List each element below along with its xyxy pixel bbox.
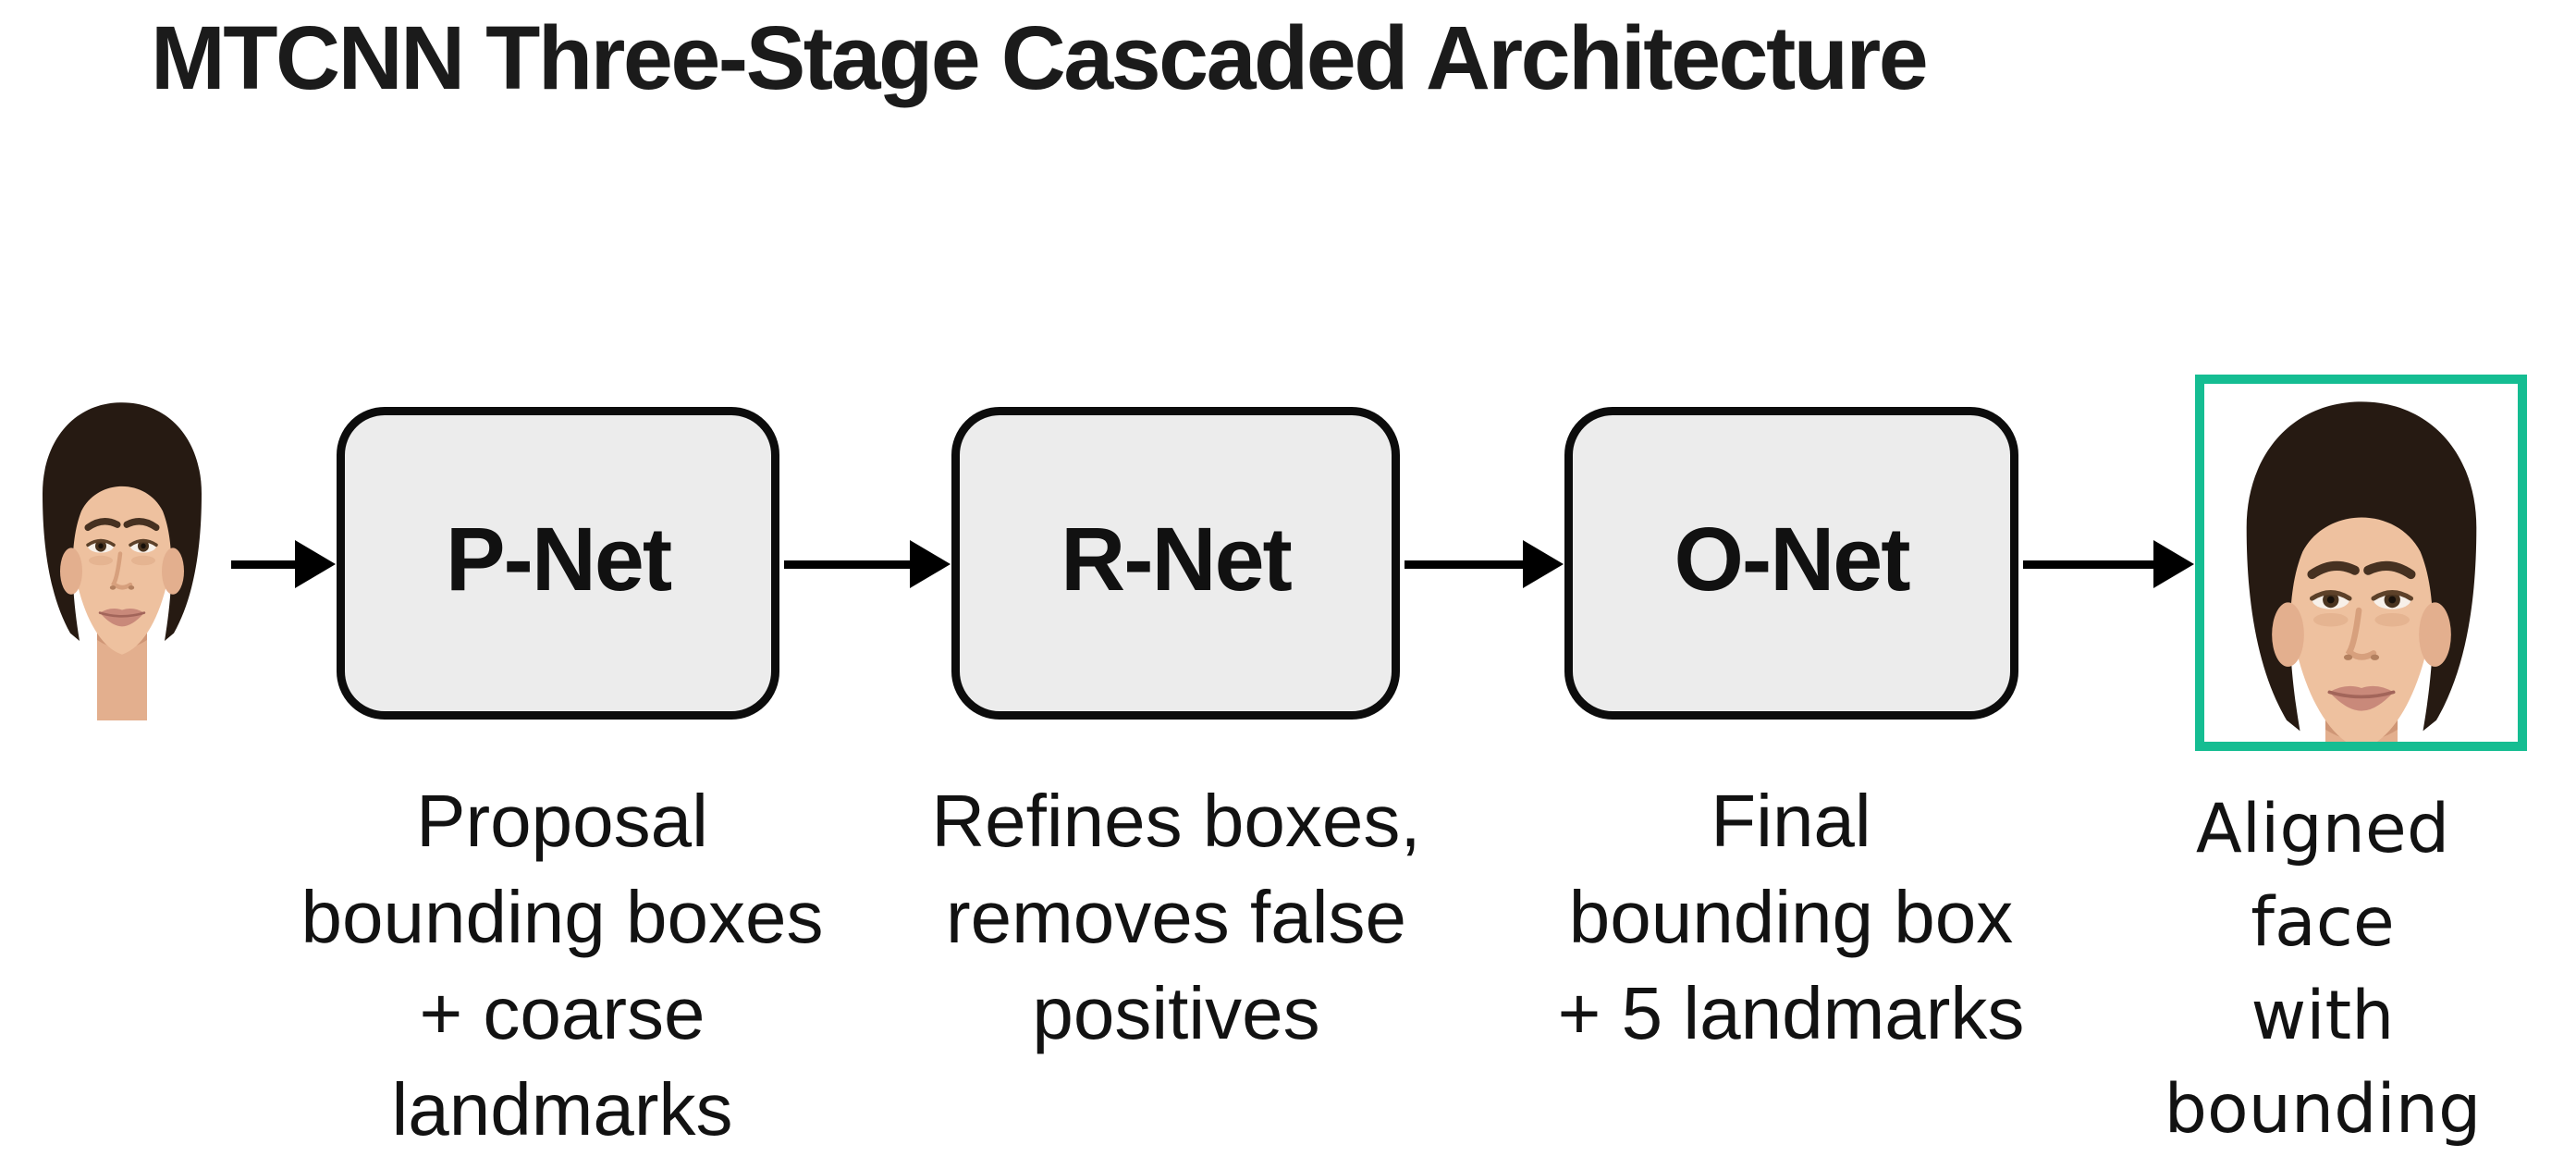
- stage-caption-onet: Final bounding box + 5 landmarks: [1557, 780, 2025, 1054]
- stage-caption-pnet: Proposal bounding boxes + coarse landmar…: [301, 780, 824, 1151]
- flow-arrow-icon: [1405, 540, 1564, 588]
- output-caption: Aligned face with bounding box and 5 lan…: [2155, 790, 2490, 1169]
- arrow-head: [910, 540, 951, 588]
- output-face-illustration: [2214, 386, 2509, 751]
- flow-arrow-icon: [231, 540, 336, 588]
- stage-box-pnet: P-Net: [337, 407, 779, 720]
- stage-box-onet: O-Net: [1564, 407, 2018, 720]
- arrow-shaft: [784, 560, 917, 569]
- stage-label-onet: O-Net: [1674, 509, 1910, 609]
- stage-caption-rnet: Refines boxes, removes false positives: [931, 780, 1421, 1054]
- flow-arrow-icon: [2023, 540, 2194, 588]
- input-face-image: [20, 399, 224, 720]
- input-face-illustration: [20, 399, 224, 720]
- arrow-head: [1523, 540, 1564, 588]
- arrow-shaft: [231, 560, 302, 569]
- arrow-shaft: [2023, 560, 2161, 569]
- arrow-head: [2153, 540, 2194, 588]
- flow-arrow-icon: [784, 540, 951, 588]
- stage-label-pnet: P-Net: [445, 509, 672, 609]
- stage-box-rnet: R-Net: [951, 407, 1400, 720]
- diagram-title: MTCNN Three-Stage Cascaded Architecture: [151, 7, 1929, 108]
- arrow-shaft: [1405, 560, 1530, 569]
- output-face-bounding-box: [2195, 375, 2527, 751]
- arrow-head: [295, 540, 336, 588]
- stage-label-rnet: R-Net: [1061, 509, 1293, 609]
